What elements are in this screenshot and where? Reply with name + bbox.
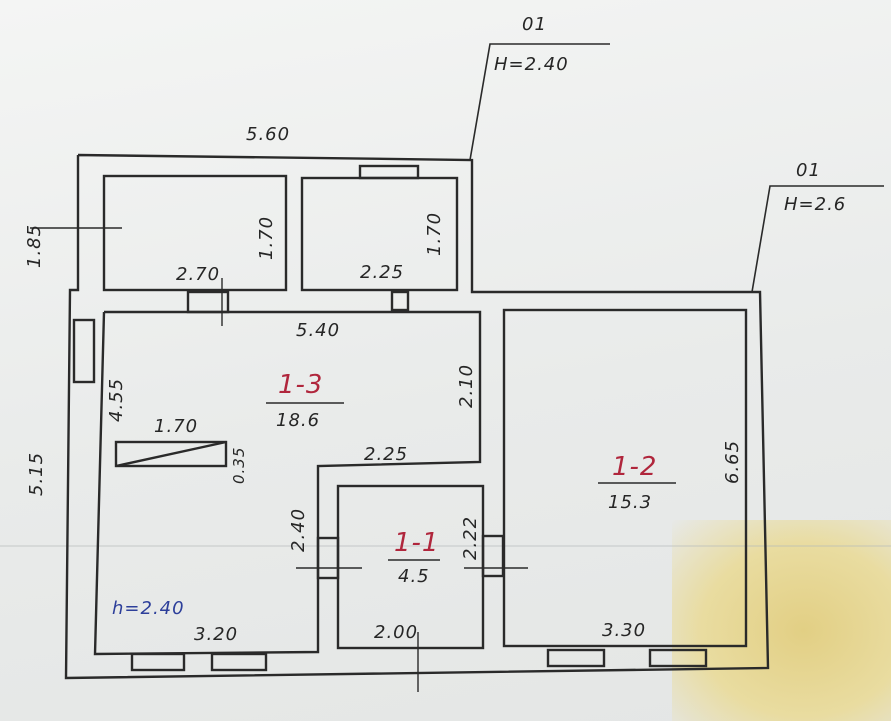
callout-1-code: 01 <box>522 14 547 35</box>
room-1-2-area: 15.3 <box>608 492 653 513</box>
room-1-2-id: 1-2 <box>612 452 658 482</box>
callout-2-code: 01 <box>796 160 821 181</box>
room-1-1-id: 1-1 <box>394 528 440 558</box>
small-left: 2.40 <box>288 507 309 552</box>
window-bottom-3 <box>546 648 606 668</box>
dim-top: 5.60 <box>246 124 291 145</box>
stove-diagonal <box>115 440 227 468</box>
door-small-right <box>481 534 505 578</box>
main-room-wall <box>93 310 482 656</box>
paper-fold <box>0 545 891 547</box>
main-width: 5.40 <box>296 320 341 341</box>
window-left <box>72 318 96 384</box>
outer-wall <box>64 153 770 680</box>
callout-1-height: H=2.40 <box>494 54 569 75</box>
height-label: h=2.40 <box>112 598 185 619</box>
paper-stain <box>672 520 891 721</box>
dim-left-big: 5.15 <box>26 451 47 496</box>
main-right: 2.10 <box>456 363 477 408</box>
door-room-a <box>186 290 230 314</box>
door-small-left <box>316 536 340 580</box>
window-bottom-4 <box>648 648 708 668</box>
door-room-b <box>390 290 410 312</box>
stove-width: 1.70 <box>154 416 199 437</box>
room-a-wall <box>102 174 288 292</box>
right-room-wall <box>502 308 748 648</box>
main-left: 4.55 <box>106 377 127 422</box>
callout-2-line <box>751 185 884 293</box>
window-top <box>358 164 420 180</box>
room-b-width: 2.25 <box>360 262 405 283</box>
room-1-1-area: 4.5 <box>398 566 430 587</box>
inner-width: 2.25 <box>364 444 409 465</box>
room-a-height: 1.70 <box>256 215 277 260</box>
dim-left-small: 1.85 <box>24 223 45 268</box>
stove-depth: 0.35 <box>230 446 248 484</box>
window-bottom-2 <box>210 652 268 672</box>
callout-1-line <box>469 43 610 161</box>
room-1-3-id: 1-3 <box>278 370 324 400</box>
window-bottom-1 <box>130 652 186 672</box>
bottom-1: 3.20 <box>194 624 239 645</box>
bottom-2: 2.00 <box>374 622 419 643</box>
right-height: 6.65 <box>722 439 743 484</box>
callout-2-height: H=2.6 <box>784 194 847 215</box>
room-b-height: 1.70 <box>424 211 445 256</box>
bottom-3: 3.30 <box>602 620 647 641</box>
stove <box>114 440 228 468</box>
small-right: 2.22 <box>460 515 481 560</box>
room-a-width: 2.70 <box>176 264 221 285</box>
room-1-3-area: 18.6 <box>276 410 321 431</box>
